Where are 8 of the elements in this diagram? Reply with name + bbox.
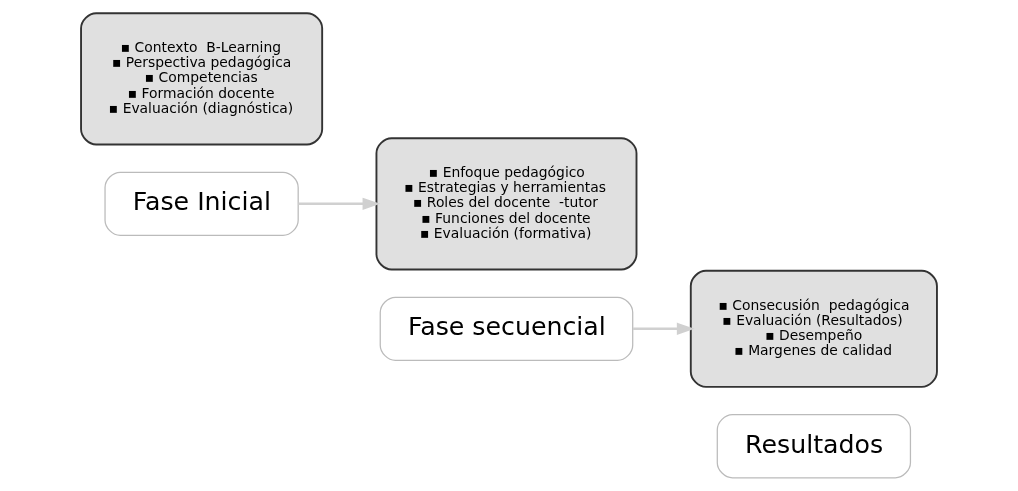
- node-box: ▪ Consecusión pedagógica ▪ Evaluación (Resultados) ▪ Desempeño ▪ Margenes de calidad: [689, 269, 938, 388]
- node-box: ▪ Contexto B-Learning ▪ Perspectiva pedagógica ▪ Competencias ▪ Formación docente ▪ Evaluación (diagnóstica): [80, 12, 324, 146]
- node-box: Fase Inicial: [104, 171, 299, 237]
- arrow: [298, 197, 381, 211]
- arrow: [633, 322, 695, 335]
- node-box: Fase secuencial: [379, 296, 634, 361]
- node-box: Resultados: [716, 414, 912, 479]
- node-box: ▪ Enfoque pedagógico ▪ Estrategias y herramientas ▪ Roles del docente -tutor ▪ Funciones del docente ▪ Evaluación (formativa): [375, 137, 638, 271]
